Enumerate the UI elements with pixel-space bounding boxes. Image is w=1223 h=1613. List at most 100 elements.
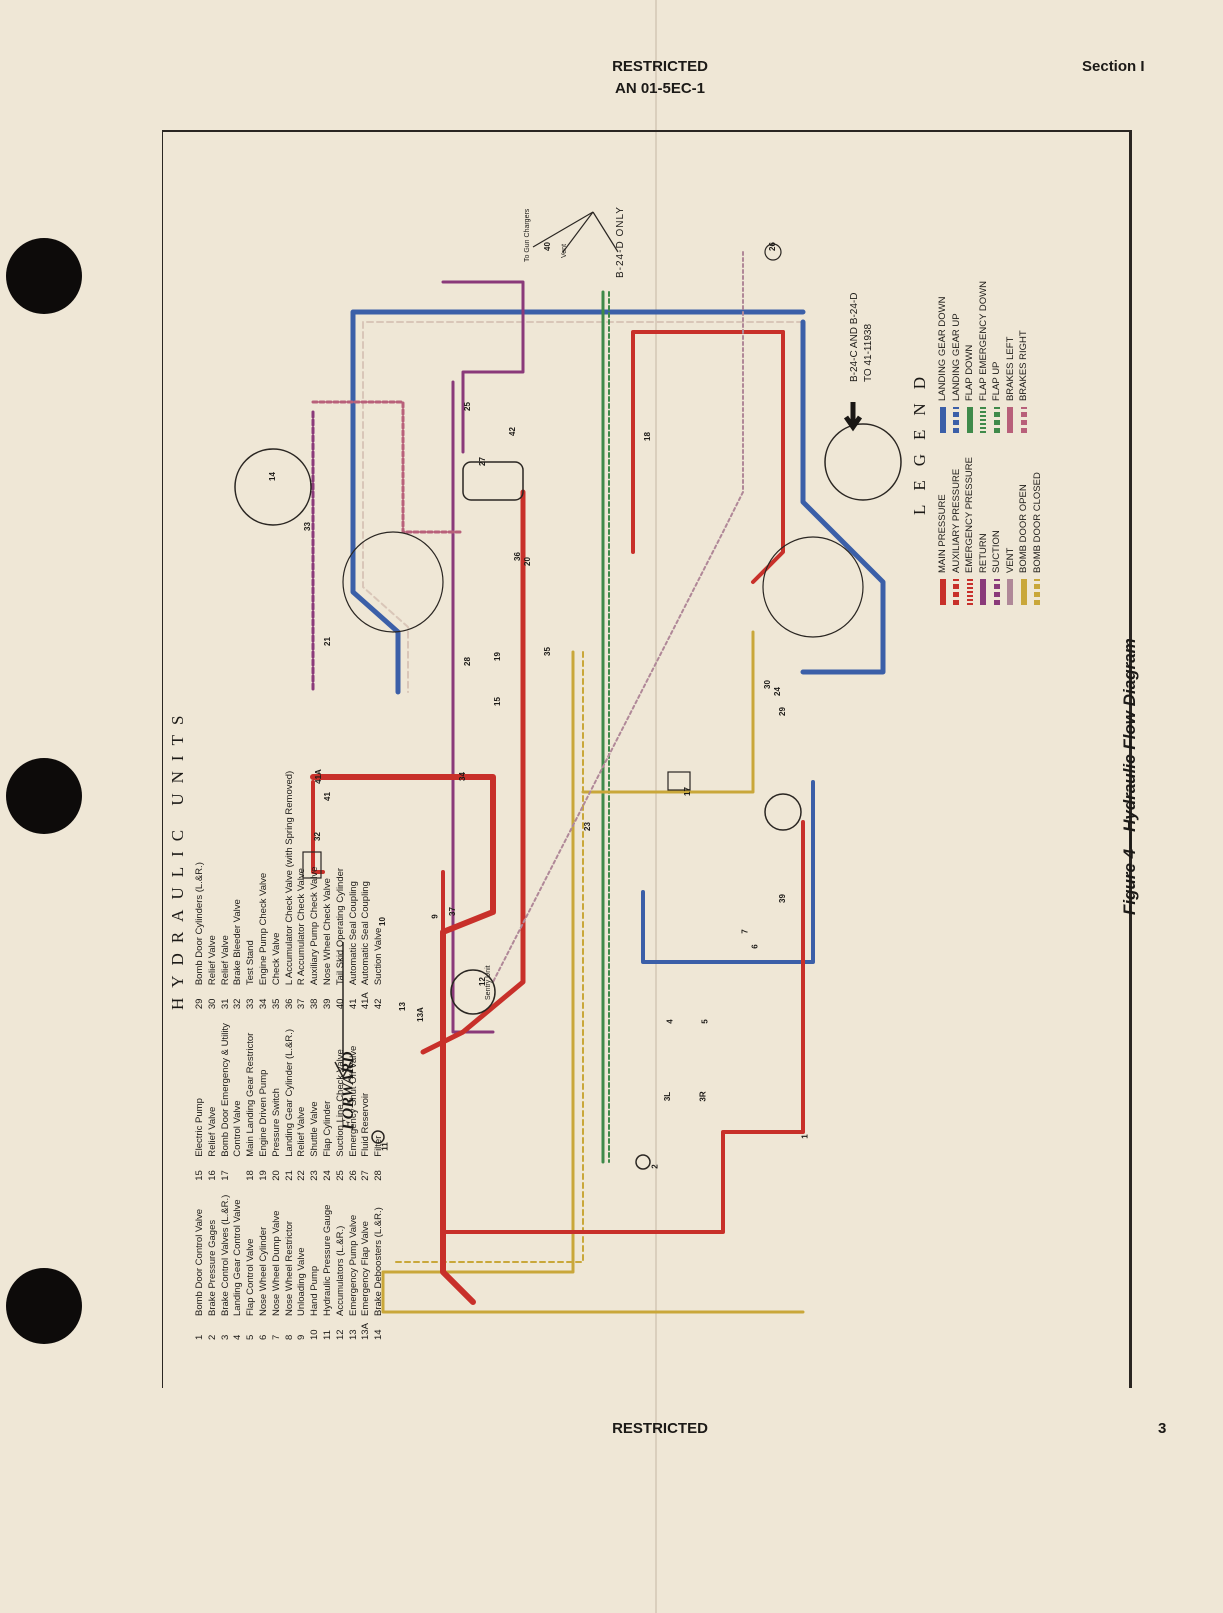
callout-number: 21 — [322, 637, 332, 646]
unit-row: 18 Main Landing Gear Restrictor — [245, 1023, 258, 1181]
unit-label: Nose Wheel Cylinder — [257, 1226, 269, 1316]
unit-number: 18 — [245, 1170, 257, 1181]
legend-item: Brakes Left — [1004, 281, 1018, 434]
landing-gear-down-line-right — [800, 319, 886, 675]
unit-number: 17 — [219, 1170, 231, 1181]
callout-number: 27 — [477, 457, 487, 466]
unit-number: 5 — [245, 1334, 257, 1340]
unit-label: Emergency Flap Valve — [360, 1221, 372, 1316]
legend-label: Auxiliary Pressure — [950, 468, 962, 573]
legend-item: Suction — [990, 457, 1004, 605]
callout-number: 42 — [507, 427, 517, 436]
callout-number: 25 — [462, 402, 472, 411]
unit-label: Suction Valve — [373, 927, 385, 986]
callout-number: 17 — [682, 787, 692, 796]
unit-label: Brake Deboosters (L.&R.) — [373, 1207, 385, 1316]
detail-circle-brake-debooster-left — [234, 448, 312, 526]
callout-number: 23 — [582, 822, 592, 831]
unit-label: Suction Line Check Valve — [334, 1049, 346, 1157]
binder-hole — [6, 238, 82, 314]
unit-number: 16 — [206, 1170, 218, 1181]
legend-item: Bomb Door Open — [1017, 457, 1031, 605]
unit-label: Landing Gear Control Valve — [232, 1199, 244, 1316]
legend-item: Bomb Door Closed — [1031, 457, 1045, 605]
callout-number: 19 — [492, 652, 502, 661]
unit-number: 41 — [347, 998, 359, 1010]
unit-label: Bomb Door Emergency & Utility — [219, 1023, 231, 1157]
unit-label: R Accumulator Check Valve — [296, 868, 308, 986]
legend-label: Flap Down — [964, 344, 975, 402]
accumulator-left — [450, 969, 496, 1015]
legend-label: Return — [977, 533, 989, 573]
unit-number: 22 — [296, 1170, 308, 1181]
binder-hole — [6, 758, 82, 834]
legend-swatch — [993, 407, 1000, 434]
wheel-detail-circle-right — [762, 536, 864, 638]
unit-number: 3 — [219, 1334, 231, 1340]
unit-number: 4 — [232, 1334, 244, 1340]
legend-item: Vent — [1004, 457, 1018, 605]
test-stand — [302, 851, 322, 879]
unit-label: Emergency Pump Valve — [347, 1214, 359, 1316]
callout-number: 3R — [698, 1091, 708, 1102]
legend-label: Bomb Door Open — [1018, 484, 1029, 573]
units-title: HYDRAULIC UNITS — [168, 705, 187, 1010]
callout-number: 28 — [462, 657, 472, 666]
unit-number: 32 — [232, 998, 244, 1010]
callout-number: 29 — [777, 707, 787, 716]
callout-number: 20 — [522, 557, 532, 566]
callout-number: 24 — [772, 687, 782, 696]
b24c-note-line: B-24-C AND B-24-D — [849, 292, 860, 382]
pointer-arrow — [532, 211, 594, 248]
unit-number: 12 — [334, 1329, 346, 1340]
emergency-shut-off-valve — [764, 243, 782, 261]
unit-number: 39 — [321, 998, 333, 1010]
legend-item: Landing Gear Up — [950, 281, 964, 434]
unit-row: 16 Relief Valve — [207, 1023, 220, 1181]
legend-item: Brakes Right — [1017, 281, 1031, 434]
legend-item: Flap Down — [963, 281, 977, 434]
unit-label: Nose Wheel Restrictor — [283, 1220, 295, 1316]
unit-label: Main Landing Gear Restrictor — [245, 1032, 257, 1157]
legend: LEGEND Main PressureAuxiliary PressureEm… — [910, 281, 1044, 605]
unit-number: 1 — [194, 1334, 205, 1340]
unit-label: Relief Valve — [206, 1106, 218, 1157]
unit-row: 17 Bomb Door Emergency & Utility — [220, 1023, 233, 1181]
page-number: 3 — [1158, 1420, 1167, 1437]
unit-number: 33 — [245, 998, 257, 1010]
bomb-door-closed-line — [392, 651, 584, 1263]
callout-number: 6 — [750, 944, 760, 949]
unit-label: Pressure Switch — [270, 1088, 282, 1157]
callout-number: 13 — [397, 1002, 407, 1011]
security-marking-bottom: RESTRICTED — [612, 1420, 708, 1437]
section-label: Section I — [1082, 58, 1145, 75]
legend-swatch — [980, 407, 987, 434]
main-pressure-line-2 — [420, 489, 526, 1055]
legend-label: Flap Up — [991, 361, 1002, 402]
main-pressure-line — [310, 774, 496, 1305]
unit-label: Shuttle Valve — [309, 1101, 321, 1157]
brakes-right-line — [311, 400, 465, 534]
unit-label: Brake Pressure Gages — [206, 1219, 218, 1316]
unit-number: 40 — [334, 998, 346, 1010]
legend-title: LEGEND — [910, 363, 929, 515]
unit-number: 21 — [283, 1170, 295, 1181]
detail-circle-brake-debooster-right — [824, 423, 902, 501]
callout-number: 39 — [777, 894, 787, 903]
forward-arrow — [334, 942, 352, 1079]
legend-swatch — [1007, 579, 1014, 605]
unit-label: Relief Valve — [219, 935, 231, 986]
return-line — [441, 280, 525, 454]
